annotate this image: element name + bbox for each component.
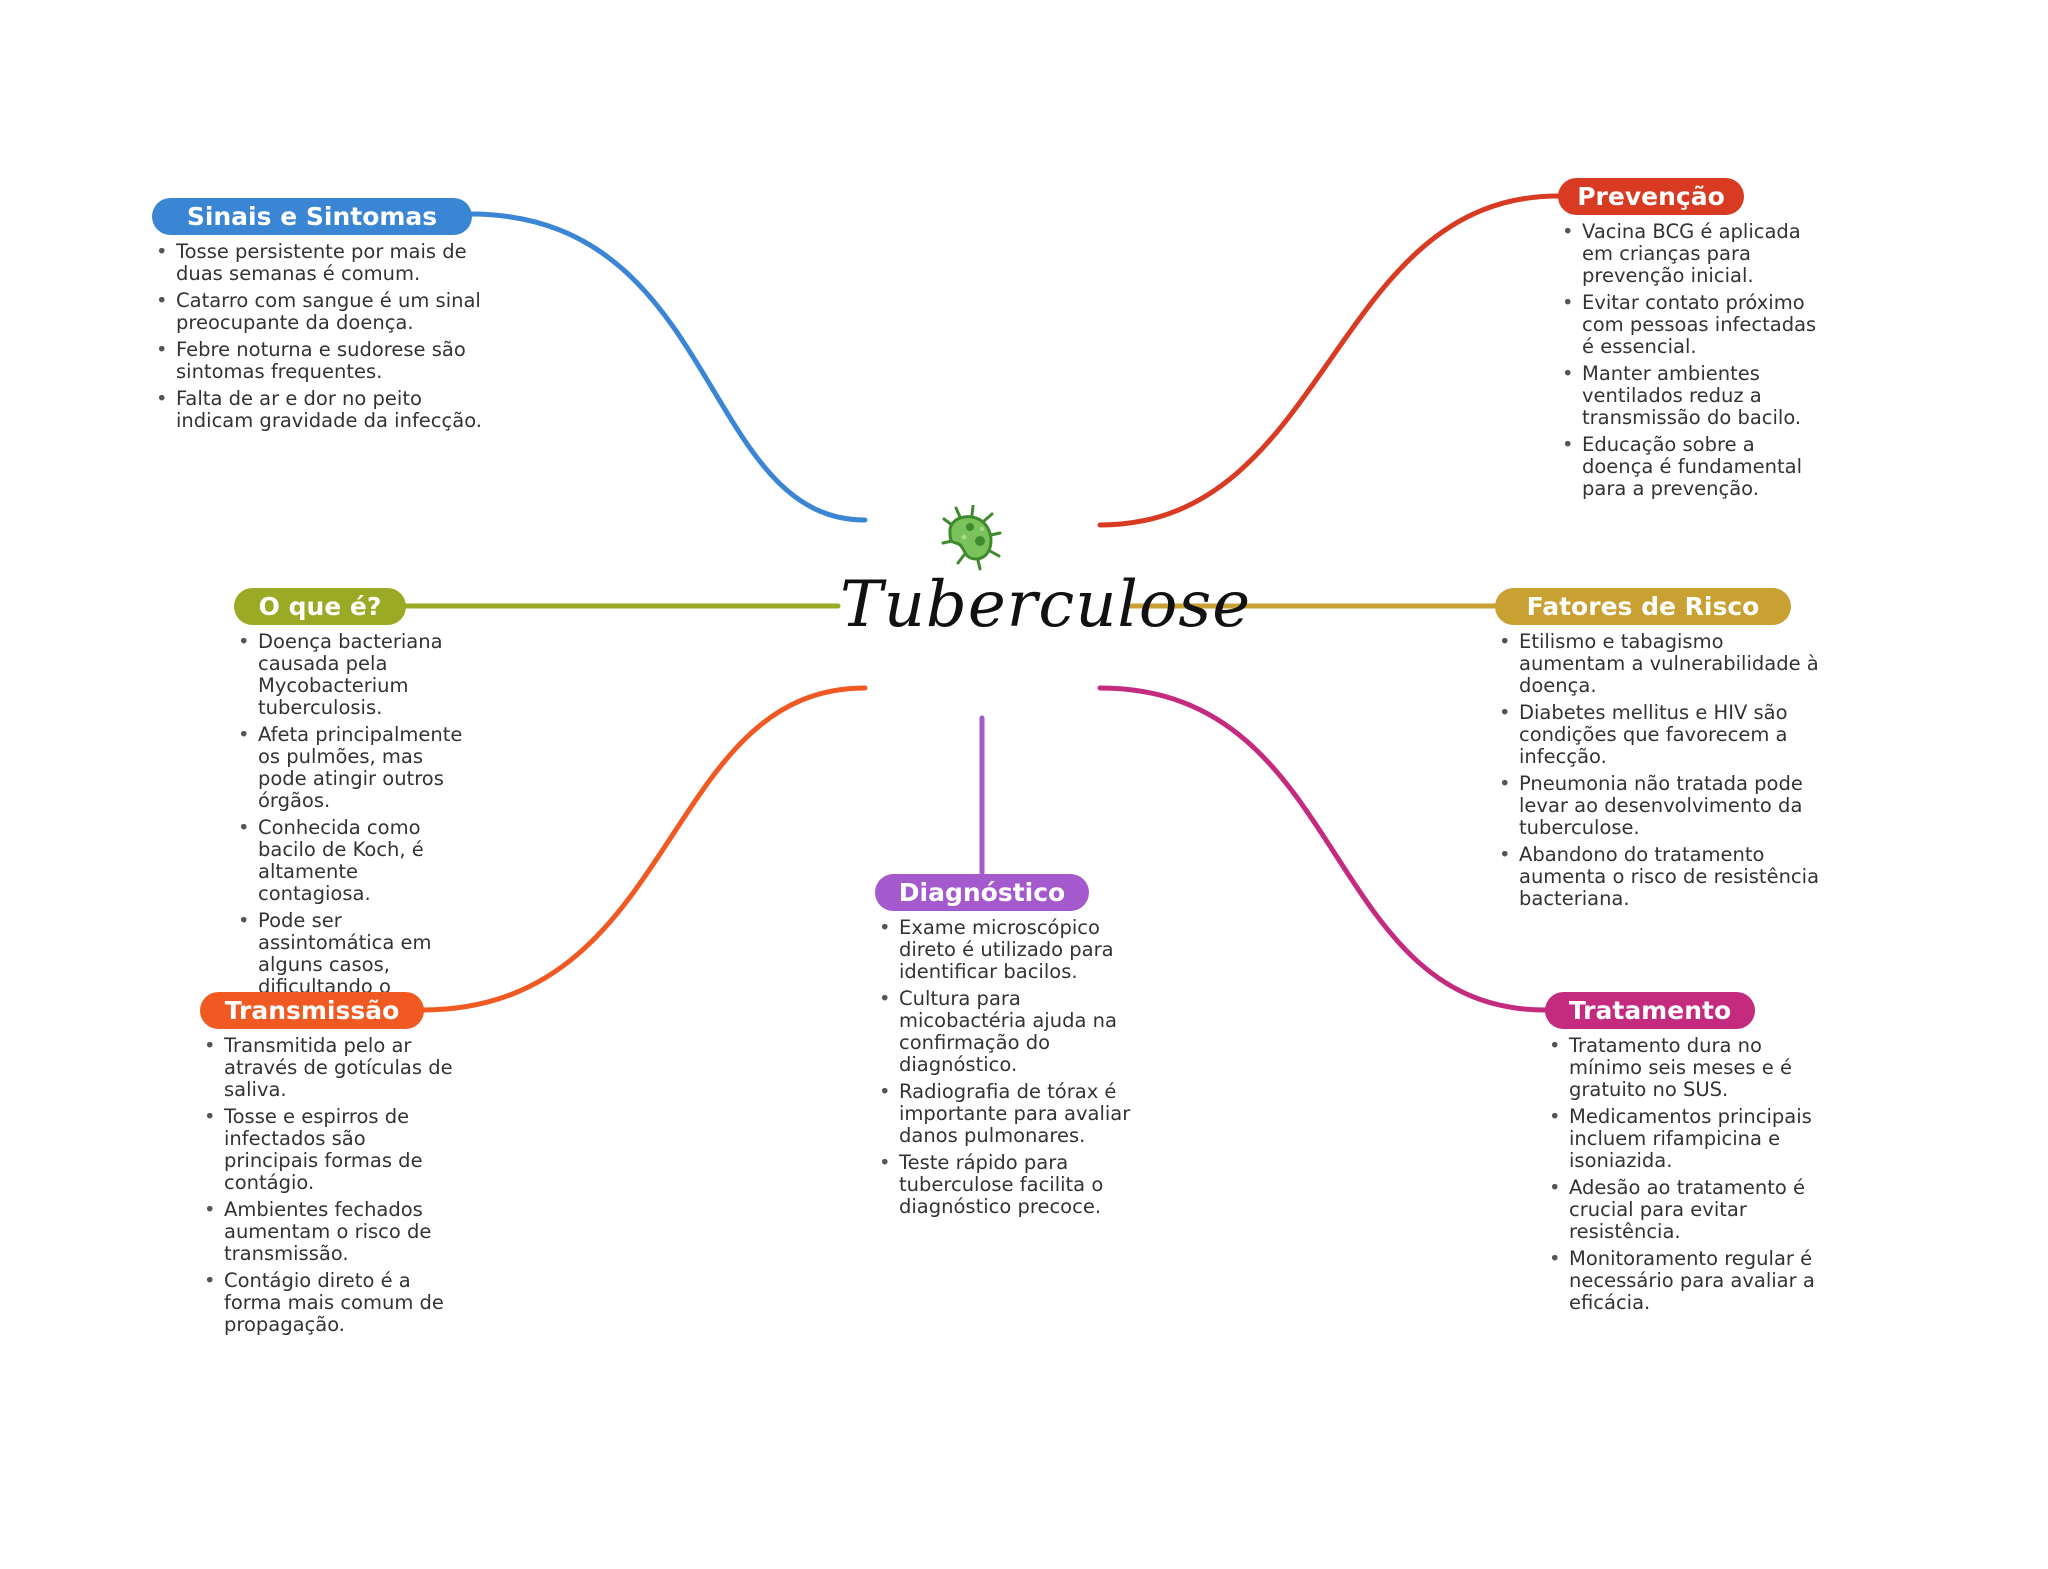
list-item: Abandono do tratamento aumenta o risco d… [1495, 844, 1835, 910]
branch-title-sinais[interactable]: Sinais e Sintomas [152, 198, 472, 235]
list-item: Diabetes mellitus e HIV são condições qu… [1495, 702, 1835, 768]
list-item: Adesão ao tratamento é crucial para evit… [1545, 1177, 1815, 1243]
connector-tratamento [1097, 685, 1548, 1013]
list-item: Monitoramento regular é necessário para … [1545, 1248, 1815, 1314]
branch-list-transmissao: Transmitida pelo ar através de gotículas… [200, 1035, 460, 1341]
list-item: Medicamentos principais incluem rifampic… [1545, 1106, 1815, 1172]
branch-list-sinais: Tosse persistente por mais de duas seman… [152, 241, 482, 437]
branch-title-prevencao[interactable]: Prevenção [1558, 178, 1744, 215]
list-item: Teste rápido para tuberculose facilita o… [875, 1152, 1150, 1218]
branch-title-transmissao[interactable]: Transmissão [200, 992, 424, 1029]
list-item: Ambientes fechados aumentam o risco de t… [200, 1199, 460, 1265]
branch-title-fatores[interactable]: Fatores de Risco [1495, 588, 1791, 625]
list-item: Manter ambientes ventilados reduz a tran… [1558, 363, 1828, 429]
branch-list-tratamento: Tratamento dura no mínimo seis meses e é… [1545, 1035, 1815, 1319]
list-item: Contágio direto é a forma mais comum de … [200, 1270, 460, 1336]
branch-list-prevencao: Vacina BCG é aplicada em crianças para p… [1558, 221, 1828, 505]
list-item: Conhecida como bacilo de Koch, é altamen… [234, 817, 474, 905]
branch-list-oque: Doença bacteriana causada pela Mycobacte… [234, 631, 474, 1025]
list-item: Transmitida pelo ar através de gotículas… [200, 1035, 460, 1101]
list-item: Cultura para micobactéria ajuda na confi… [875, 988, 1150, 1076]
list-item: Tratamento dura no mínimo seis meses e é… [1545, 1035, 1815, 1101]
branch-title-oque[interactable]: O que é? [234, 588, 406, 625]
list-item: Tosse persistente por mais de duas seman… [152, 241, 482, 285]
list-item: Falta de ar e dor no peito indicam gravi… [152, 388, 482, 432]
connector-sinais [467, 211, 868, 523]
list-item: Radiografia de tórax é importante para a… [875, 1081, 1150, 1147]
list-item: Educação sobre a doença é fundamental pa… [1558, 434, 1828, 500]
branch-list-fatores: Etilismo e tabagismo aumentam a vulnerab… [1495, 631, 1835, 915]
list-item: Afeta principalmente os pulmões, mas pod… [234, 724, 474, 812]
list-item: Pneumonia não tratada pode levar ao dese… [1495, 773, 1835, 839]
list-item: Vacina BCG é aplicada em crianças para p… [1558, 221, 1828, 287]
list-item: Febre noturna e sudorese são sintomas fr… [152, 339, 482, 383]
branch-title-tratamento[interactable]: Tratamento [1545, 992, 1755, 1029]
branch-list-diagnostico: Exame microscópico direto é utilizado pa… [875, 917, 1150, 1223]
central-topic-title: Tuberculose [840, 568, 1252, 642]
list-item: Doença bacteriana causada pela Mycobacte… [234, 631, 474, 719]
list-item: Catarro com sangue é um sinal preocupant… [152, 290, 482, 334]
connector-transmissao [419, 685, 868, 1013]
branch-title-diagnostico[interactable]: Diagnóstico [875, 874, 1089, 911]
list-item: Etilismo e tabagismo aumentam a vulnerab… [1495, 631, 1835, 697]
list-item: Tosse e espirros de infectados são princ… [200, 1106, 460, 1194]
list-item: Evitar contato próximo com pessoas infec… [1558, 292, 1828, 358]
list-item: Exame microscópico direto é utilizado pa… [875, 917, 1150, 983]
bacterium-icon [938, 504, 1004, 571]
connector-prevencao [1097, 193, 1561, 528]
